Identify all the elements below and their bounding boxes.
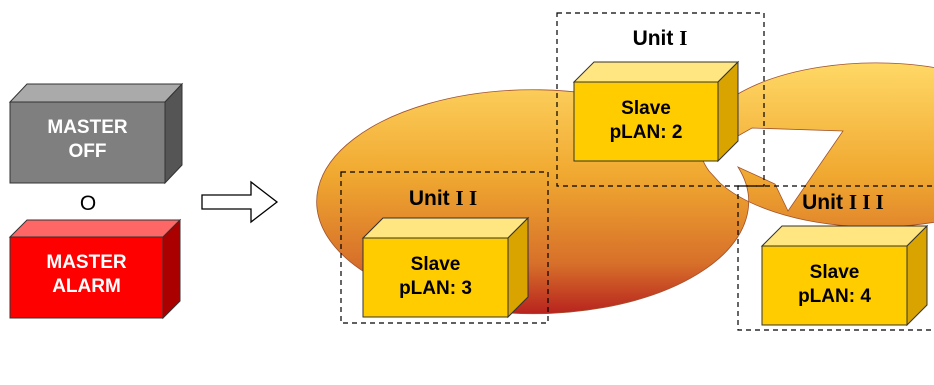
slave-plan-4-line1: Slave <box>809 262 860 283</box>
slave-plan-4-line2: pLAN: 4 <box>798 286 871 307</box>
unit-3-frame <box>737 185 934 331</box>
slave-box-plan-3 <box>361 216 530 319</box>
master-alarm-line1: MASTER <box>46 252 127 273</box>
slave-plan-2-line1: Slave <box>621 98 671 119</box>
unit-1-frame <box>556 12 765 187</box>
slave-plan-3-line2: pLAN: 3 <box>399 278 472 299</box>
master-alarm-line2: ALARM <box>52 276 121 297</box>
master-off-line2: OFF <box>68 141 107 162</box>
slave-box-plan-4 <box>760 224 929 327</box>
master-off-box <box>8 82 184 185</box>
outline-arrow-icon <box>201 180 279 224</box>
slave-plan-3-line1: Slave <box>410 254 461 275</box>
separator-label: O <box>79 192 97 215</box>
unit-2-title: Unit I I <box>388 186 498 211</box>
unit-2-numeral: I I <box>455 186 478 210</box>
unit-1-title: Unit I <box>605 26 715 51</box>
master-off-line1: MASTER <box>47 117 128 138</box>
unit-2-word: Unit <box>408 187 450 210</box>
slave-plan-3-label: Slave pLAN: 3 <box>363 253 508 301</box>
slave-plan-4-label: Slave pLAN: 4 <box>762 261 907 309</box>
unit-1-word: Unit <box>632 27 674 50</box>
slave-box-plan-2 <box>572 60 740 163</box>
unit-3-word: Unit <box>802 191 843 214</box>
master-alarm-label: MASTER ALARM <box>10 251 163 299</box>
unit-3-numeral: I I I <box>848 190 884 214</box>
unit-1-numeral: I <box>679 26 688 50</box>
unit-3-title: Unit I I I <box>778 190 908 215</box>
master-alarm-box <box>8 218 182 320</box>
master-off-label: MASTER OFF <box>10 116 165 164</box>
unit-2-frame <box>340 171 549 324</box>
slave-plan-2-label: Slave pLAN: 2 <box>574 97 718 145</box>
slave-plan-2-line2: pLAN: 2 <box>609 122 683 143</box>
